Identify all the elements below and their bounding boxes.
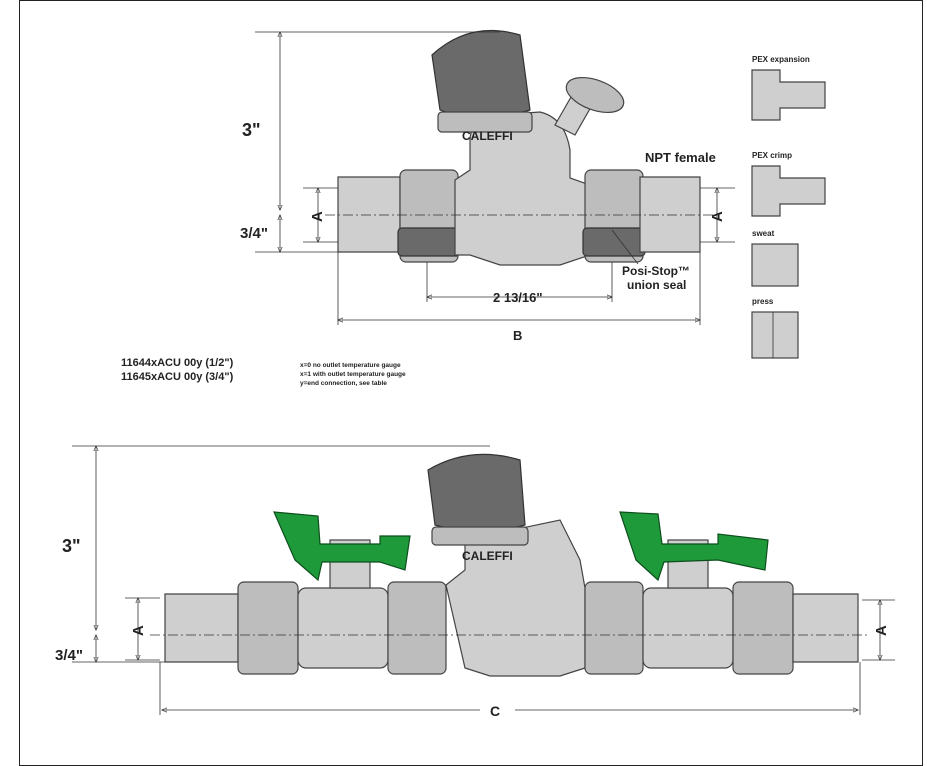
top-A-left-label: A xyxy=(309,211,326,222)
npt-label: NPT female xyxy=(645,150,716,165)
union-spacing-label: 2 13/16" xyxy=(493,290,543,305)
right-valve-handle xyxy=(619,511,769,589)
top-offset-label: 3/4" xyxy=(240,225,268,242)
pex-expansion-fitting xyxy=(751,69,826,121)
bottom-offset-label: 3/4" xyxy=(55,647,83,664)
pex-crimp-fitting xyxy=(751,165,826,217)
brand-label-bottom: CALEFFI xyxy=(462,549,513,563)
connection-label: PEX expansion xyxy=(752,55,810,64)
bottom-assembly: CALEFFI xyxy=(150,453,870,677)
brand-label-top: CALEFFI xyxy=(462,129,513,143)
model-note: y=end connection, see table xyxy=(300,380,387,387)
sweat-fitting xyxy=(751,243,799,287)
connection-types: PEX expansion PEX crimp sweat press xyxy=(751,55,826,359)
posistop-label-1: Posi-Stop™ xyxy=(622,264,690,278)
press-fitting xyxy=(751,311,799,359)
model-number: 11644xACU 00y (1/2") xyxy=(121,357,234,369)
bottom-A-right-label: A xyxy=(873,625,890,636)
connection-label: PEX crimp xyxy=(752,151,792,160)
model-note: x=1 with outlet temperature gauge xyxy=(300,371,406,378)
bottom-A-left-label: A xyxy=(130,625,147,636)
posistop-label-2: union seal xyxy=(627,278,686,292)
top-dimensions xyxy=(255,32,735,325)
top-length-label: B xyxy=(513,328,522,343)
top-valve: CALEFFI xyxy=(325,29,715,266)
model-number: 11645xACU 00y (3/4") xyxy=(121,371,234,383)
bottom-dimensions xyxy=(72,446,895,715)
connection-label: press xyxy=(752,297,774,306)
connection-label: sweat xyxy=(752,229,775,238)
bottom-height-label: 3" xyxy=(62,536,81,556)
top-height-label: 3" xyxy=(242,120,261,140)
left-valve-handle xyxy=(273,511,411,589)
top-A-right-label: A xyxy=(709,211,726,222)
bottom-length-label: C xyxy=(490,703,500,719)
model-note: x=0 no outlet temperature gauge xyxy=(300,362,401,369)
